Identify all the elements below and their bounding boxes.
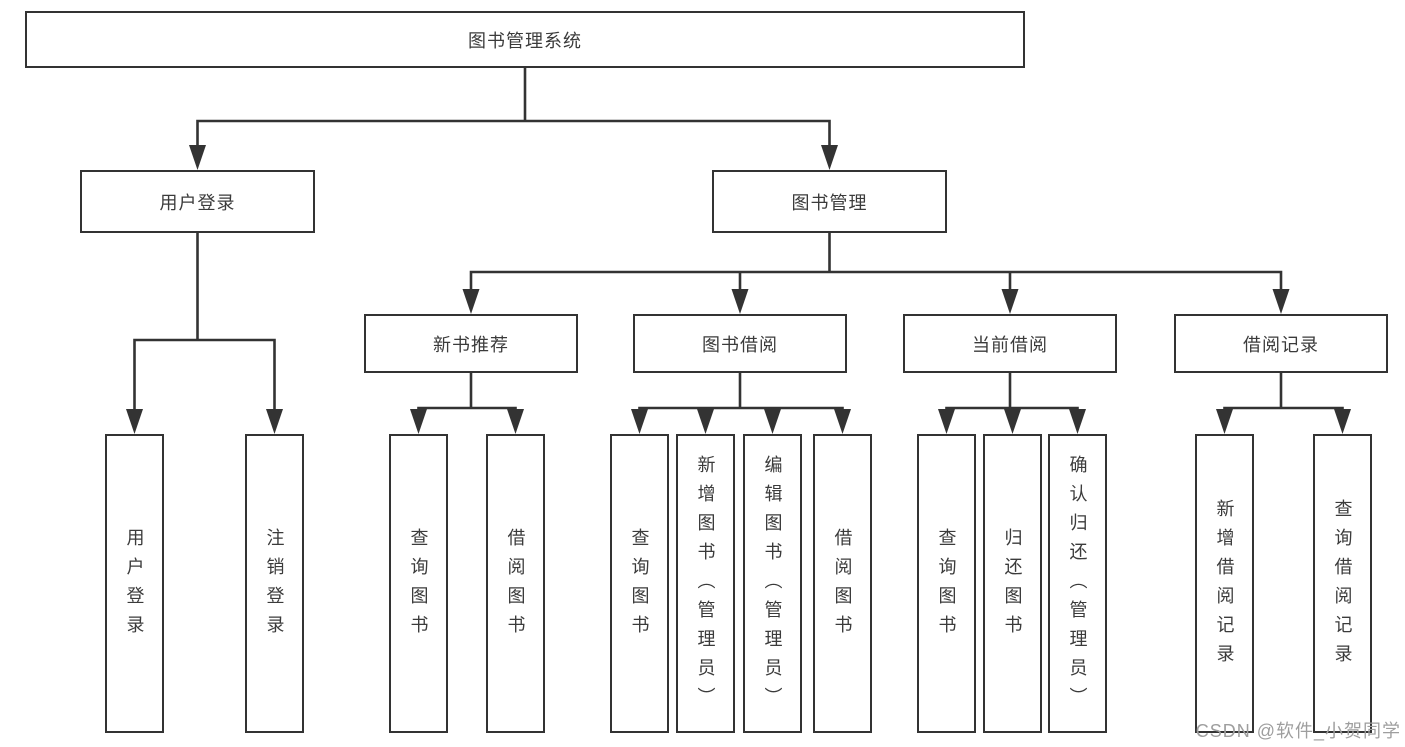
watermark: CSDN @软件_小贺同学 — [1195, 721, 1401, 741]
leaf-user-login: 用户登录 — [105, 434, 164, 733]
leaf-add-borrow-record: 新增借阅记录 — [1195, 434, 1254, 733]
arrowheads — [126, 145, 1351, 434]
leaf-logout: 注销登录 — [245, 434, 304, 733]
node-borrowing-records: 借阅记录 — [1174, 314, 1388, 373]
leaf-add-book-admin: 新增图书（管理员） — [676, 434, 735, 733]
leaf-query-borrow-record: 查询借阅记录 — [1313, 434, 1372, 733]
leaf-edit-book-admin: 编辑图书（管理员） — [743, 434, 802, 733]
node-book-management: 图书管理 — [712, 170, 947, 233]
leaf-return-book: 归还图书 — [983, 434, 1042, 733]
node-book-borrowing: 图书借阅 — [633, 314, 847, 373]
leaf-query-books-borrow: 查询图书 — [610, 434, 669, 733]
node-current-borrowing: 当前借阅 — [903, 314, 1117, 373]
leaf-borrow-books-recommend: 借阅图书 — [486, 434, 545, 733]
node-user-login: 用户登录 — [80, 170, 315, 233]
leaf-confirm-return-admin: 确认归还（管理员） — [1048, 434, 1107, 733]
leaf-query-books-current: 查询图书 — [917, 434, 976, 733]
node-library-management-system: 图书管理系统 — [25, 11, 1025, 68]
leaf-query-books-recommend: 查询图书 — [389, 434, 448, 733]
leaf-borrow-books-borrow: 借阅图书 — [813, 434, 872, 733]
node-new-book-recommendation: 新书推荐 — [364, 314, 578, 373]
